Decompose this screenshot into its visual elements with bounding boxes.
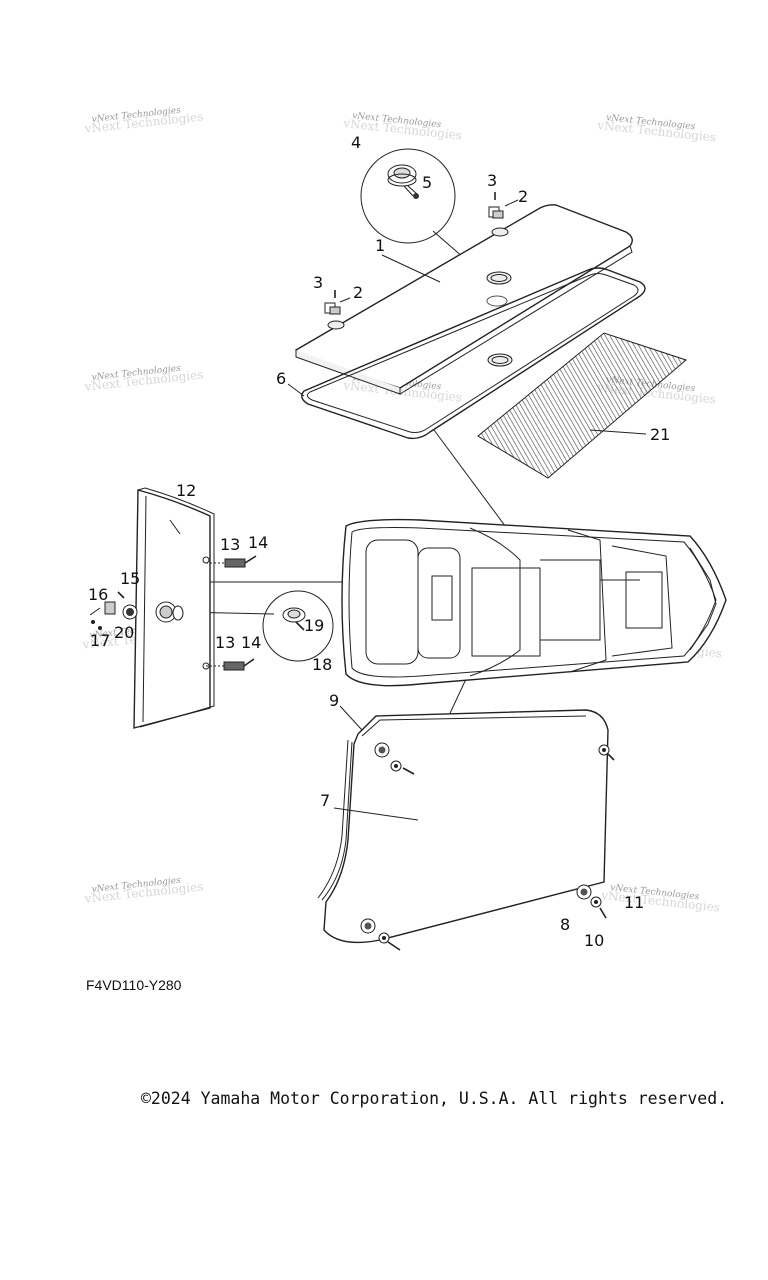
callout-6: 6 (276, 369, 286, 388)
callout-10: 10 (584, 931, 604, 950)
large-panel (317, 705, 615, 951)
callout-2: 2 (353, 283, 363, 302)
callout-9: 9 (329, 691, 339, 710)
callout-2: 2 (518, 187, 528, 206)
callout-13: 13 (220, 535, 240, 554)
callout-14: 14 (248, 533, 268, 552)
detail-circle-bottom (262, 590, 334, 662)
watermark: vNext Technologies vNext Technologies (596, 113, 717, 145)
watermark: vNext Technologies vNext Technologies (83, 876, 204, 906)
watermark: vNext Technologies vNext Technologies (600, 883, 721, 915)
side-panel (122, 487, 215, 729)
callout-16: 16 (88, 585, 108, 604)
callout-12: 12 (176, 481, 196, 500)
hinge-lower (324, 290, 351, 315)
copyright-notice: ©2024 Yamaha Motor Corporation, U.S.A. A… (141, 1089, 728, 1108)
callout-4: 4 (351, 133, 361, 152)
callout-8: 8 (560, 915, 570, 934)
callout-17: 17 (90, 631, 110, 650)
diagram-code: F4VD110-Y280 (86, 977, 182, 993)
callout-21: 21 (650, 425, 670, 444)
callout-1: 1 (375, 236, 385, 255)
boat-top-view (341, 518, 727, 687)
callout-19: 19 (304, 616, 324, 635)
callout-3: 3 (313, 273, 323, 292)
callout-3: 3 (487, 171, 497, 190)
hatched-mat (477, 332, 687, 479)
callout-11: 11 (624, 893, 644, 912)
callout-20: 20 (114, 623, 134, 642)
latch-upper (206, 555, 257, 568)
hinge-top (488, 192, 519, 219)
callout-18: 18 (312, 655, 332, 674)
lid-gasket (287, 267, 646, 440)
watermark: vNext Technologies vNext Technologies (83, 106, 204, 136)
callout-7: 7 (320, 791, 330, 810)
watermark: vNext Technologies vNext Technologies (83, 364, 204, 394)
callout-14: 14 (241, 633, 261, 652)
callout-5: 5 (422, 173, 432, 192)
detail-circle-top (360, 148, 496, 286)
latch-lower (206, 658, 255, 671)
small-hardware (89, 591, 125, 630)
callout-15: 15 (120, 569, 140, 588)
callout-13: 13 (215, 633, 235, 652)
callout-labels: 4 5 3 2 1 3 2 6 21 12 13 14 15 16 20 17 … (88, 133, 670, 950)
